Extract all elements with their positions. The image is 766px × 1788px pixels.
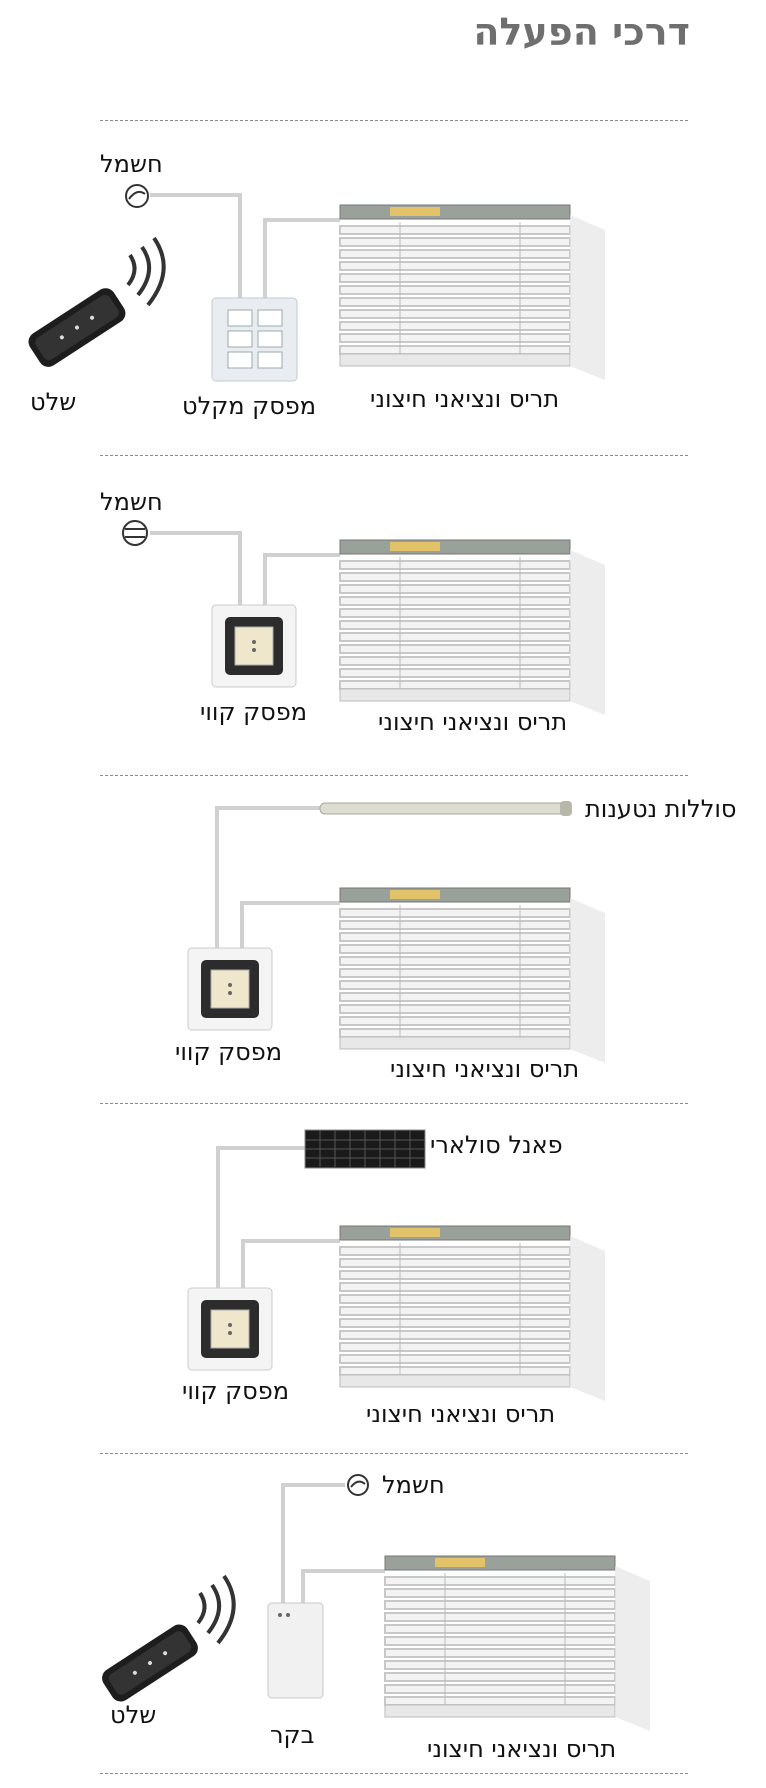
diagram-battery-switch (187, 801, 605, 1063)
battery-tube-icon (319, 801, 572, 816)
venetian-blind-icon (339, 204, 605, 380)
switch-label: מפסק קווי (200, 698, 307, 726)
section-divider (100, 120, 688, 121)
section-divider (100, 1103, 688, 1104)
solar-panel-icon (304, 1129, 426, 1169)
power-outlet-icon (125, 184, 149, 208)
diagram-power-switch (122, 520, 605, 715)
signal-waves-icon (126, 236, 166, 307)
section-divider (100, 1453, 688, 1454)
power-label: חשמל (100, 150, 163, 178)
remote-control-icon (102, 1624, 198, 1702)
section-remote-switch: חשמל שלט מפסק מקלט תריס ונציאני חיצוני (0, 0, 766, 455)
venetian-blind-icon (339, 887, 605, 1063)
remote-label: שלט (110, 1701, 157, 1729)
blind-label: תריס ונציאני חיצוני (370, 385, 560, 413)
section-divider (100, 775, 688, 776)
wired-switch-icon (211, 604, 297, 688)
power-outlet-icon (347, 1474, 369, 1496)
motor-wire (240, 901, 340, 948)
controller-label: בקר (270, 1721, 315, 1749)
power-wire (150, 193, 242, 305)
section-solar-switch: פאנל סולארי מפסק קווי תריס ונציאני חיצונ… (0, 1103, 766, 1453)
remote-control-icon (28, 288, 126, 367)
power-wire (150, 531, 242, 605)
battery-label: סוללות נטענות (585, 795, 737, 823)
diagram-solar-switch (187, 1129, 605, 1401)
section-power-switch: חשמל מפסק קווי תריס ונציאני חיצוני (0, 455, 766, 775)
motor-wire (241, 1239, 340, 1288)
blind-label: תריס ונציאני חיצוני (378, 708, 568, 736)
power-wire (281, 1483, 345, 1603)
section-divider (100, 1773, 688, 1774)
remote-label: שלט (30, 388, 77, 416)
switch-label: מפסק קווי (175, 1038, 282, 1066)
blind-label: תריס ונציאני חיצוני (366, 1400, 556, 1428)
motor-wire (301, 1569, 385, 1603)
wired-switch-icon (187, 947, 273, 1031)
power-label: חשמל (100, 488, 163, 516)
blind-label: תריס ונציאני חיצוני (390, 1055, 580, 1083)
power-outlet-icon (122, 520, 148, 546)
section-divider (100, 455, 688, 456)
section-remote-controller: חשמל שלט בקר תריס ונציאני חיצוני (0, 1453, 766, 1788)
motor-wire (263, 553, 340, 605)
power-label: חשמל (382, 1471, 445, 1499)
venetian-blind-icon (339, 539, 605, 715)
section-battery-switch: סוללות נטענות מפסק קווי תריס ונציאני חיצ… (0, 775, 766, 1103)
switch-label: מפסק מקלט (182, 392, 317, 420)
motor-wire (263, 218, 340, 305)
venetian-blind-icon (339, 1225, 605, 1401)
diagram-remote-controller (102, 1474, 650, 1731)
signal-waves-icon (196, 1574, 236, 1645)
radio-switch-icon (211, 297, 298, 382)
solar-wire (216, 1146, 305, 1288)
page-title: דרכי הפעלה (473, 10, 690, 54)
wired-switch-icon (187, 1287, 273, 1371)
venetian-blind-icon (384, 1555, 650, 1731)
solar-label: פאנל סולארי (430, 1131, 563, 1159)
switch-label: מפסק קווי (182, 1377, 289, 1405)
diagram-remote-switch (28, 184, 605, 382)
controller-box-icon (267, 1602, 324, 1699)
battery-wire (215, 806, 320, 948)
blind-label: תריס ונציאני חיצוני (427, 1735, 617, 1763)
